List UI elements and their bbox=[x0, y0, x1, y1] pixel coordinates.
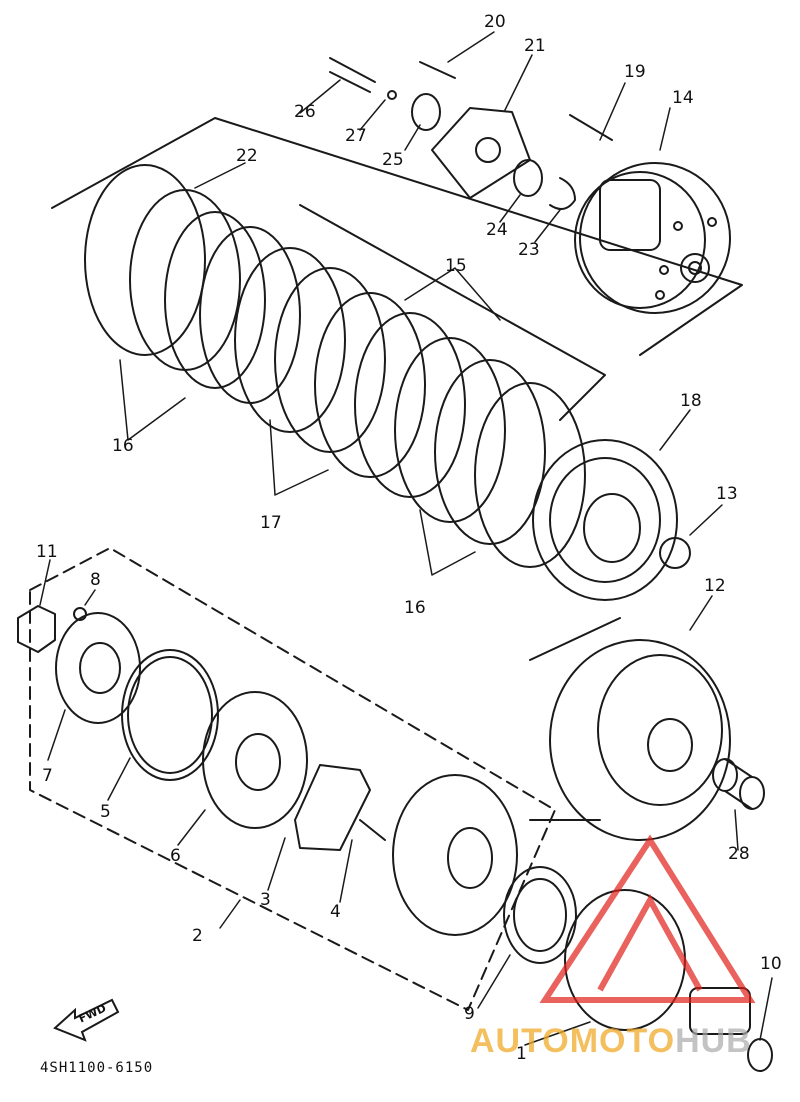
part-label: 27 bbox=[345, 126, 367, 146]
plate-6 bbox=[202, 691, 308, 829]
plate-21 bbox=[431, 107, 531, 199]
part-label: 24 bbox=[486, 220, 508, 240]
washer-24 bbox=[513, 159, 543, 197]
pin-4 bbox=[359, 819, 386, 841]
part-label: 4 bbox=[330, 902, 341, 922]
part-label: 25 bbox=[382, 150, 404, 170]
plate-group-frame bbox=[51, 117, 743, 356]
bearing-25 bbox=[411, 93, 441, 131]
leader-lines bbox=[39, 31, 773, 1046]
part-label: 16 bbox=[112, 436, 134, 456]
watermark: AUTOMOTOHUB bbox=[470, 1022, 752, 1061]
part-label: 7 bbox=[42, 766, 53, 786]
part-label: 13 bbox=[716, 484, 738, 504]
circlip-13 bbox=[659, 537, 691, 569]
part-label: 11 bbox=[36, 542, 58, 562]
weight-3 bbox=[294, 764, 371, 851]
bush-28 bbox=[712, 758, 765, 810]
part-label: 1 bbox=[516, 1044, 527, 1064]
part-label: 10 bbox=[760, 954, 782, 974]
plates-stack bbox=[84, 164, 586, 568]
part-label: 3 bbox=[260, 890, 271, 910]
fwd-arrow-icon bbox=[53, 998, 120, 1042]
part-label: 20 bbox=[484, 12, 506, 32]
part-label: 18 bbox=[680, 391, 702, 411]
spring-19 bbox=[569, 114, 613, 141]
bearing-9 bbox=[503, 866, 577, 964]
part-label: 6 bbox=[170, 846, 181, 866]
catalog-code: 4SH1100-6150 bbox=[40, 1060, 154, 1076]
watermark-part1: AUTOMOTO bbox=[470, 1022, 676, 1060]
part-label: 5 bbox=[100, 802, 111, 822]
part-label: 22 bbox=[236, 146, 258, 166]
plate-group-frame bbox=[299, 204, 606, 421]
clutch-boss-14 bbox=[574, 162, 731, 314]
part-label: 15 bbox=[445, 256, 467, 276]
part-label: 26 bbox=[294, 102, 316, 122]
part-label: 2 bbox=[192, 926, 203, 946]
part-label: 19 bbox=[624, 62, 646, 82]
part-label: 17 bbox=[260, 513, 282, 533]
part-label: 23 bbox=[518, 240, 540, 260]
part-label: 28 bbox=[728, 844, 750, 864]
part-label: 21 bbox=[524, 36, 546, 56]
part-label: 9 bbox=[464, 1004, 475, 1024]
primary-gear-12 bbox=[529, 617, 731, 841]
washer-27 bbox=[387, 90, 397, 100]
bolt-20 bbox=[419, 61, 456, 79]
plate-7 bbox=[55, 612, 141, 724]
nut-11 bbox=[17, 605, 56, 653]
watermark-part2: HUB bbox=[675, 1022, 752, 1060]
part-label: 16 bbox=[404, 598, 426, 618]
part-label: 12 bbox=[704, 576, 726, 596]
part-label: 8 bbox=[90, 570, 101, 590]
washer-8 bbox=[73, 607, 87, 621]
pressure-plate-18 bbox=[532, 439, 678, 601]
ring-5 bbox=[121, 649, 219, 781]
bolt-26 bbox=[329, 57, 376, 93]
carrier-2 bbox=[392, 774, 518, 936]
lockwasher-23 bbox=[549, 177, 576, 210]
assembly-dashed-frame bbox=[29, 547, 556, 1011]
watermark-logo-icon bbox=[539, 834, 756, 1003]
part-label: 14 bbox=[672, 88, 694, 108]
